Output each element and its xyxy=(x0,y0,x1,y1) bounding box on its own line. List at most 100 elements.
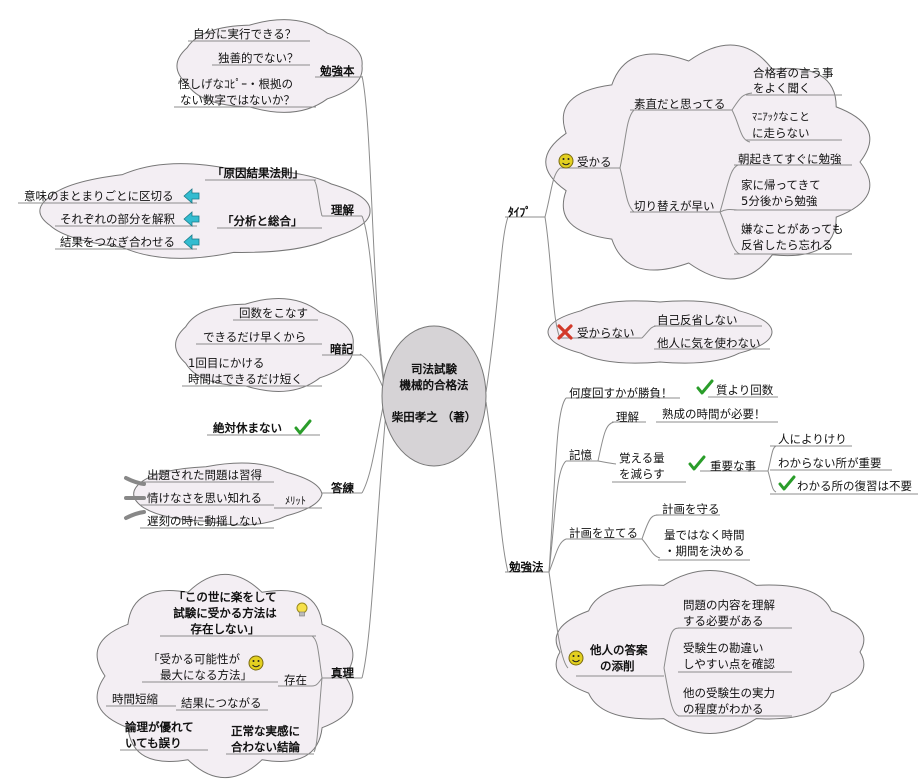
link-type-fail xyxy=(544,216,561,339)
pass-switch-2b: 5分後から勉強 xyxy=(741,194,818,208)
node-understanding[interactable]: 理解 xyxy=(331,203,354,217)
practice-item-1: 出題された問題は習得 xyxy=(147,468,262,482)
practice-item-2: 情けなさを思い知れる xyxy=(147,491,262,505)
bubble-understanding xyxy=(39,163,371,259)
merit-bracket-icon xyxy=(124,476,146,520)
link-center-understanding xyxy=(361,215,385,386)
link-memory-understand xyxy=(597,421,615,462)
bubble-practice xyxy=(133,462,323,526)
node-answer-practice[interactable]: 答練 xyxy=(331,481,354,495)
link-switch-s1 xyxy=(719,164,739,213)
others-item-2a: 受験生の勘違い xyxy=(683,641,764,655)
bubbles xyxy=(39,19,871,779)
lightbulb-icon xyxy=(296,602,308,617)
truth-time-short: 時間短縮 xyxy=(112,692,158,706)
truth-logic-1: 論理が優れて xyxy=(125,720,194,734)
center-author: 柴田孝之 （著） xyxy=(391,410,477,424)
link-memory-reduce xyxy=(597,460,617,465)
truth-connect: 結果につながる xyxy=(181,696,262,710)
method-memory: 記憶 xyxy=(569,448,592,462)
node-study-book[interactable]: 勉強本 xyxy=(320,64,355,78)
pass-listen-2: をよく聞く xyxy=(753,81,811,95)
truth-quote-5: 最大になる方法」 xyxy=(160,668,252,682)
memorize-item-3b: 時間はできるだけ短く xyxy=(188,372,303,386)
fail-item-2: 他人に気を使わない xyxy=(657,336,761,350)
cross-icon-fail xyxy=(557,324,573,340)
link-honest-mania xyxy=(731,109,751,143)
understanding-item-1: 意味のまとまりごとに区切る xyxy=(24,189,174,203)
method-others-2: の添削 xyxy=(600,659,635,673)
check-icon-quality xyxy=(696,379,714,395)
link-plan-items-2 xyxy=(641,538,661,559)
link-understanding-analysis xyxy=(313,179,323,217)
connector-lines xyxy=(311,75,777,753)
others-item-2b: しやすい点を確認 xyxy=(683,657,775,671)
pass-switch-1: 朝起きてすぐに勉強 xyxy=(738,152,842,166)
understanding-item-2: それぞれの部分を解釈 xyxy=(60,212,175,226)
fail-item-1: 自己反省しない xyxy=(657,313,738,327)
underlines xyxy=(18,40,918,755)
link-center-truth xyxy=(361,411,387,679)
others-item-1a: 問題の内容を理解 xyxy=(683,598,775,612)
link-method-plan xyxy=(548,538,567,573)
link-plan-items xyxy=(641,514,661,540)
link-center-type xyxy=(485,216,509,393)
understanding-item-3: 結果をつなぎ合わせる xyxy=(60,235,175,249)
link-pass-honest xyxy=(619,109,635,169)
study-book-item-3a: 怪しげなｺﾋﾟｰ・根拠の xyxy=(178,77,293,91)
icons xyxy=(124,153,796,671)
bubble-pass xyxy=(545,44,871,280)
truth-quote-2: 試験に受かる方法は xyxy=(173,606,277,620)
center-node[interactable] xyxy=(381,325,487,467)
link-truth-conclusions xyxy=(313,677,323,753)
node-truth[interactable]: 真理 xyxy=(331,666,354,680)
bubble-truth xyxy=(96,573,354,779)
truth-logic-2: いても誤り xyxy=(125,736,182,750)
memorize-item-3a: 1回目にかける xyxy=(188,356,265,370)
method-plan: 計画を立てる xyxy=(569,526,638,540)
node-study-method[interactable]: 勉強法 xyxy=(509,560,544,574)
node-memorize[interactable]: 暗記 xyxy=(330,342,353,356)
method-reduce-2: を減らす xyxy=(619,467,665,481)
check-icon-never-rest xyxy=(294,419,312,435)
bubble-others xyxy=(555,570,865,734)
method-times: 何度回すかが勝負！ xyxy=(569,386,673,400)
link-honest-listen xyxy=(731,92,753,111)
center-title-line1: 司法試験 xyxy=(411,362,457,376)
others-item-3a: 他の受験生の実力 xyxy=(683,686,775,700)
node-fail[interactable]: 受からない xyxy=(577,326,635,340)
pass-mania-1: ﾏﾆｱｯｸなこと xyxy=(752,111,810,123)
link-type-pass xyxy=(544,167,561,218)
pass-switch: 切り替えが早い xyxy=(634,199,715,213)
never-rest: 絶対休まない xyxy=(213,421,282,435)
plan-time-2: ・期間を決める xyxy=(664,544,745,558)
node-pass[interactable]: 受かる xyxy=(577,155,612,169)
link-method-memory xyxy=(548,460,567,573)
arrow-left-icon-3 xyxy=(183,234,200,250)
smile-icon-quote xyxy=(248,655,264,671)
merit-label: ﾒﾘｯﾄ xyxy=(285,495,306,507)
truth-quote-4: 「受かる可能性が xyxy=(148,652,240,666)
check-icon-important-3 xyxy=(778,475,796,491)
pass-switch-3b: 反省したら忘れる xyxy=(741,238,833,252)
pass-listen-1: 合格者の言う事 xyxy=(753,66,834,80)
link-important-items xyxy=(767,445,777,472)
arrow-left-icon-1 xyxy=(183,188,200,204)
study-book-item-3b: ない数字ではないか？ xyxy=(180,93,295,107)
method-mature: 熟成の時間が必要！ xyxy=(662,407,766,421)
plan-keep: 計画を守る xyxy=(662,502,720,516)
practice-item-3: 遅刻の時に動揺しない xyxy=(147,514,262,528)
study-book-item-2: 独善的でない？ xyxy=(218,51,299,65)
cause-effect-law: 「原因結果法則」 xyxy=(212,166,304,180)
smile-icon-others xyxy=(568,650,584,666)
link-method-others xyxy=(548,571,569,669)
node-type[interactable]: ﾀｲﾌﾟ xyxy=(508,205,531,219)
truth-normal-1: 正常な実感に xyxy=(231,724,300,738)
check-icon-important xyxy=(688,455,706,471)
link-truth-quote xyxy=(311,635,323,679)
pass-switch-2a: 家に帰ってきて xyxy=(741,178,821,192)
truth-normal-2: 合わない結論 xyxy=(231,740,300,754)
truth-quote-3: 存在しない」 xyxy=(190,622,260,636)
important-item-2: わからない所が重要 xyxy=(778,456,882,470)
